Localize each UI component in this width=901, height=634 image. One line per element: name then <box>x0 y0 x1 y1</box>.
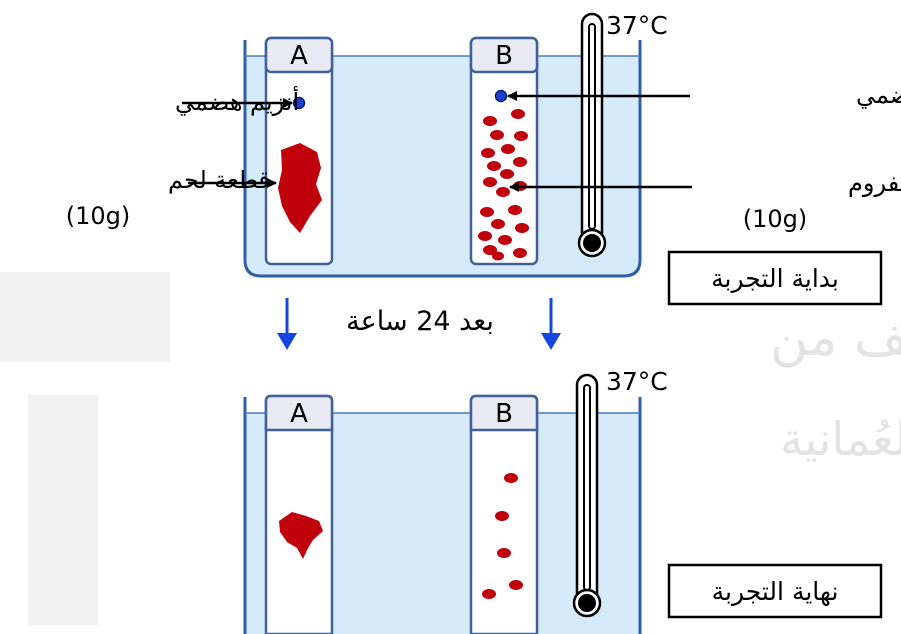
test-tube-a-start: A <box>264 36 334 266</box>
end-label-box <box>667 563 883 619</box>
minced-meat-label: لحم مفروم <box>848 169 901 197</box>
watermark-logo-bar <box>0 272 170 362</box>
down-arrow-left <box>277 298 297 350</box>
meat-piece-start <box>278 143 322 233</box>
temperature-label-end: 37°C <box>606 367 668 396</box>
water-bath-end <box>245 413 640 634</box>
enzyme-label-left: أنزيم هضمي <box>175 86 299 116</box>
tube-a-label-end: A <box>290 399 308 429</box>
start-label-box <box>667 250 883 306</box>
test-tube-b-start: B <box>469 36 539 266</box>
watermark: تم تحميل هذا الملف من موقع المناهج العُم… <box>0 272 901 625</box>
water-container-start <box>243 40 642 278</box>
minced-meat-end <box>482 473 523 599</box>
watermark-line-2: موقع المناهج العُمانية <box>780 412 901 467</box>
meat-piece-label: قطعة لحم <box>168 166 270 194</box>
tube-b-label: B <box>495 41 513 71</box>
meat-piece-end <box>279 512 323 559</box>
watermark-logo-stem <box>28 395 98 625</box>
tube-b-label-end: B <box>495 399 513 429</box>
water-bath-start <box>245 56 640 276</box>
after-24-hours-label: بعد 24 ساعة <box>346 306 494 337</box>
test-tube-b-end: B <box>469 394 539 634</box>
meat-piece-mass-label: (10g) <box>66 202 131 230</box>
end-stage-label: نهاية التجربة <box>712 577 839 607</box>
temperature-label-start: 37°C <box>606 11 668 40</box>
minced-meat-mass-label: (10g) <box>743 205 808 233</box>
test-tube-a-end: A <box>264 394 334 634</box>
transition: بعد 24 ساعة <box>277 298 561 350</box>
start-stage-label: بداية التجربة <box>711 264 839 293</box>
enzyme-drop-b <box>494 89 508 103</box>
enzyme-label-right: أنزيم هضمي <box>856 79 901 109</box>
minced-meat-start <box>478 109 529 261</box>
down-arrow-right <box>541 298 561 350</box>
start-setup: A B <box>66 11 901 306</box>
water-container-end <box>243 397 642 634</box>
watermark-line-1: تم تحميل هذا الملف من <box>770 308 901 368</box>
tube-a-label: A <box>290 41 308 71</box>
enzyme-drop-a <box>292 96 306 110</box>
thermometer-end: 37°C <box>572 367 668 618</box>
end-setup: A B 37°C نهاية التجربة <box>243 367 883 634</box>
